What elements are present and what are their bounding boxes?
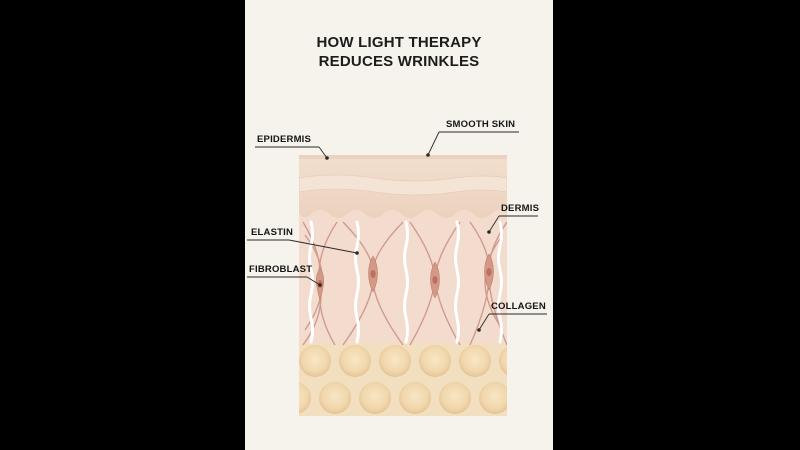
fat-cells bbox=[299, 345, 507, 414]
title-line-2: REDUCES WRINKLES bbox=[318, 53, 480, 70]
label-epidermis: EPIDERMIS bbox=[257, 134, 312, 145]
infographic-panel: HOW LIGHT THERAPY REDUCES WRINKLES bbox=[245, 0, 553, 450]
title-line-1: HOW LIGHT THERAPY bbox=[316, 34, 482, 51]
label-smooth-skin: SMOOTH SKIN bbox=[446, 119, 516, 130]
leader-lines bbox=[247, 131, 547, 331]
leader-dots bbox=[318, 153, 491, 332]
label-fibroblast: FIBROBLAST bbox=[249, 264, 313, 275]
label-collagen: COLLAGEN bbox=[491, 301, 546, 312]
label-dermis: DERMIS bbox=[501, 203, 540, 214]
stratum-corneum bbox=[299, 174, 507, 196]
label-elastin: ELASTIN bbox=[251, 227, 294, 238]
skin-cross-section-diagram bbox=[247, 131, 547, 416]
